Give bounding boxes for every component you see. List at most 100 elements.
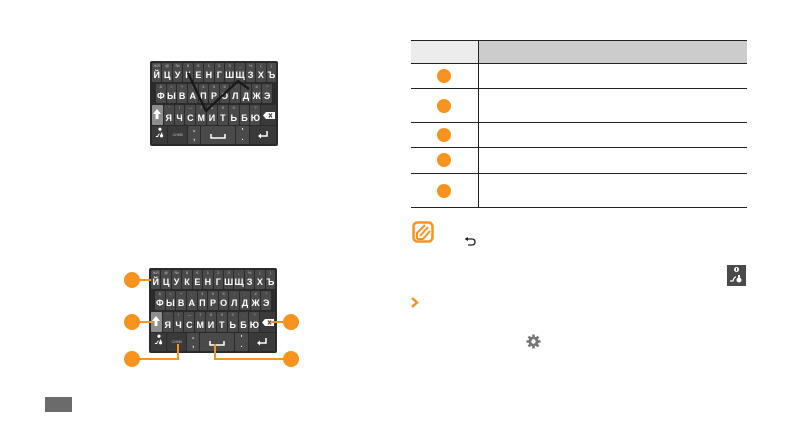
key-secondary-label: 9 [221, 105, 224, 110]
key[interactable]: —С [185, 105, 196, 125]
row-marker-5 [437, 184, 451, 198]
key[interactable]: ;Д [240, 291, 250, 310]
key[interactable]: &Ф [156, 84, 166, 103]
row-marker-1 [437, 69, 451, 83]
key[interactable]: :Л [230, 84, 241, 103]
dash-comma-key[interactable]: -, [188, 126, 201, 144]
key[interactable]: (Х [255, 270, 265, 289]
dash-comma-key[interactable]: -, [187, 333, 200, 351]
key[interactable]: —С [184, 312, 195, 332]
key-secondary-label: , [242, 312, 245, 317]
key-secondary-label: 5 [212, 84, 216, 89]
key[interactable]: %З [245, 63, 256, 82]
key-secondary-label: 8 [210, 105, 214, 110]
swype-info-icon [153, 333, 165, 351]
key[interactable]: ,Б [239, 105, 250, 125]
key[interactable]: €Е [192, 270, 203, 289]
space-key[interactable] [200, 333, 235, 351]
key[interactable]: %З [244, 270, 255, 289]
key-secondary-label: 2 [217, 270, 220, 275]
table-row [411, 89, 747, 123]
key[interactable]: @Ц [161, 270, 171, 289]
key[interactable]: )Ъ [266, 63, 277, 82]
key[interactable]: &Ф [155, 291, 165, 310]
key[interactable]: -А [186, 291, 197, 310]
key[interactable]: =Ы [166, 84, 177, 103]
key-label: Ь [230, 113, 237, 123]
key[interactable]: *Э [261, 291, 272, 310]
key-secondary-label: * [265, 291, 267, 296]
key[interactable]: )Ъ [265, 270, 276, 289]
key[interactable]: "Я [163, 105, 174, 125]
key-secondary-label: * [266, 84, 268, 89]
key[interactable]: !Ч [174, 105, 185, 125]
key[interactable]: ?Ю [249, 312, 260, 332]
key[interactable]: (Х [256, 63, 266, 82]
shift-key[interactable] [152, 105, 163, 125]
key[interactable]: *Э [262, 84, 273, 103]
key-label: Ч [176, 113, 183, 123]
key-secondary-label: - [192, 84, 194, 89]
key-label: Г [216, 70, 222, 80]
key[interactable]: -А [187, 84, 198, 103]
symbol-mode-key[interactable]: СИМВ [167, 333, 186, 351]
key[interactable]: :Л [229, 291, 240, 310]
backspace-key[interactable] [260, 312, 275, 332]
symbol-mode-key[interactable]: СИМВ [168, 126, 187, 144]
key[interactable]: ?Ю [250, 105, 261, 125]
key[interactable]: +В [177, 84, 187, 103]
key[interactable]: !Ч [173, 312, 184, 332]
key-label: Б [240, 320, 247, 330]
space-key[interactable] [201, 126, 236, 144]
back-arrow-icon [464, 237, 476, 246]
swype-info-icon [727, 265, 746, 286]
key-secondary-label: 1 [206, 270, 209, 275]
swype-info-key[interactable] [152, 126, 168, 144]
key[interactable]: +В [176, 291, 186, 310]
key-label: Т [219, 320, 225, 330]
key[interactable]: ,Б [238, 312, 249, 332]
key[interactable]: #Ж [250, 291, 261, 310]
key[interactable]: _Щ [234, 270, 244, 289]
backspace-key[interactable] [261, 105, 276, 125]
key[interactable]: €Е [193, 63, 204, 82]
callout-4 [283, 314, 299, 330]
key[interactable]: "Я [162, 312, 173, 332]
enter-key[interactable] [249, 126, 276, 144]
key[interactable]: @Ц [162, 63, 172, 82]
key[interactable]: #Ж [251, 84, 262, 103]
swype-info-key[interactable] [151, 333, 167, 351]
key-label: Ю [250, 113, 260, 123]
apostrophe-period-key[interactable]: '. [236, 126, 249, 144]
shift-key[interactable] [151, 312, 162, 332]
key-label: О [221, 91, 229, 101]
key[interactable]: _Щ [235, 63, 245, 82]
apostrophe-period-key[interactable]: '. [235, 333, 248, 351]
key[interactable]: =Ы [165, 291, 176, 310]
key[interactable]: $К [182, 270, 192, 289]
enter-key[interactable] [248, 333, 275, 351]
